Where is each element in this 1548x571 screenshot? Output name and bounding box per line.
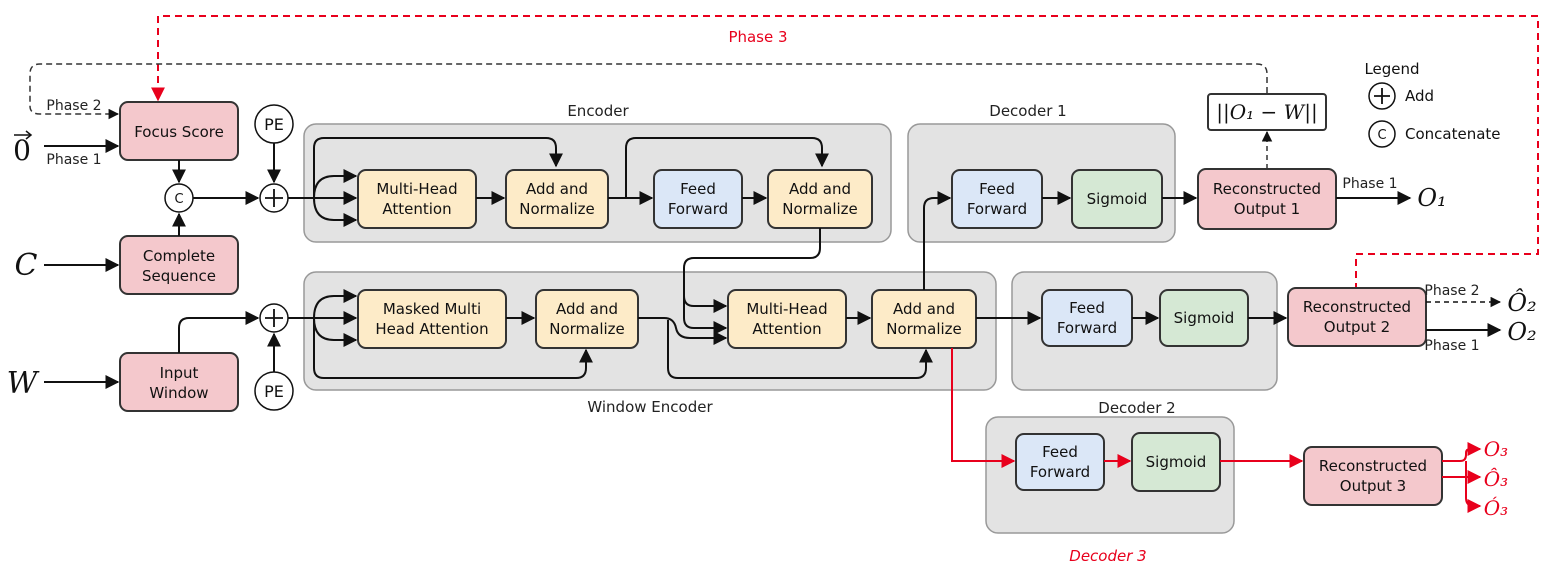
input-window-line2: Window — [149, 384, 208, 402]
win-an-to-mha — [638, 317, 728, 345]
dec1-ff-line2: Forward — [967, 200, 1027, 218]
recon1-box — [1197, 168, 1337, 230]
recon1-line2: Output 1 — [1234, 200, 1300, 218]
enc-output-down-b — [683, 290, 728, 335]
norm-expr: ||O₁ − W|| — [1216, 100, 1317, 125]
enc-addnorm2-box — [767, 169, 873, 229]
dec3-ff-line1: Feed — [1042, 443, 1078, 461]
dec1-sigmoid-label: Sigmoid — [1087, 190, 1148, 208]
encoder-label: Encoder — [567, 102, 629, 120]
win-masked-line2: Head Attention — [375, 320, 488, 338]
enc-addnorm1-line1: Add and — [526, 180, 588, 198]
win-to-decoder3 — [951, 348, 1016, 468]
win-addnorm1-box — [535, 289, 639, 349]
win-masked-line1: Masked Multi — [383, 300, 481, 318]
norm-box — [1207, 93, 1327, 131]
add-node-top — [259, 183, 289, 213]
c-input: C — [15, 248, 38, 283]
win-masked-mha-box — [357, 289, 507, 349]
window-to-add-line — [178, 311, 260, 353]
w-input: W — [7, 366, 40, 401]
dec1-ff-line1: Feed — [979, 180, 1015, 198]
recon2-line1: Reconstructed — [1303, 298, 1411, 316]
phase2-left-label: Phase 2 — [46, 98, 101, 114]
legend-concat-symbol: C — [1377, 128, 1386, 143]
out-phase1-top: Phase 1 — [1342, 176, 1397, 192]
input-window-box — [119, 352, 239, 412]
enc-mha-box — [357, 169, 477, 229]
complete-sequence-line2: Sequence — [142, 267, 216, 285]
dec2-sigmoid-label: Sigmoid — [1174, 309, 1235, 327]
out-phase1-bottom-label: Phase 1 — [1424, 338, 1479, 354]
win-residual-2 — [667, 320, 933, 379]
enc-addnorm1-line2: Normalize — [519, 200, 595, 218]
recon3-line2: Output 3 — [1340, 477, 1406, 495]
recon1-line1: Reconstructed — [1213, 180, 1321, 198]
svg-text:0: 0 — [13, 134, 31, 167]
recon3-line1: Reconstructed — [1319, 457, 1427, 475]
output-o1: O₁ — [1417, 184, 1446, 212]
enc-mha-line2: Attention — [382, 200, 451, 218]
dec1-ff-box — [951, 169, 1043, 229]
focus-score-label: Focus Score — [134, 123, 224, 141]
enc-addnorm2-line1: Add and — [789, 180, 851, 198]
phase3-loop — [151, 15, 1539, 290]
recon2-box — [1287, 287, 1427, 347]
win-mha-box — [727, 289, 847, 349]
win-addnorm2-line2: Normalize — [886, 320, 962, 338]
enc-input-lines — [288, 175, 354, 221]
phase3-label: Phase 3 — [728, 28, 787, 46]
output-o3-acute: Ó₃ — [1484, 495, 1508, 520]
enc-ff-box — [653, 169, 743, 229]
win-mha-line2: Attention — [752, 320, 821, 338]
win-addnorm2-box — [871, 289, 977, 349]
enc-ff-line1: Feed — [680, 180, 716, 198]
enc-residual-1 — [313, 137, 563, 198]
legend-add-label: Add — [1405, 87, 1434, 105]
decoder1-label: Decoder 1 — [989, 102, 1066, 120]
enc-output-down — [683, 228, 821, 313]
win-to-decoder1 — [923, 191, 952, 290]
decoder3-label: Decoder 3 — [1069, 547, 1146, 565]
enc-mha-line1: Multi-Head — [376, 180, 457, 198]
output-o2: O₂ — [1507, 318, 1536, 346]
output-o2-hat: Ô₂ — [1507, 288, 1536, 317]
zero-input: 0 — [13, 130, 33, 167]
phase2-loop — [29, 63, 1268, 120]
enc-ff-line2: Forward — [668, 200, 728, 218]
enc-residual-2 — [625, 137, 829, 198]
enc-addnorm2-line2: Normalize — [782, 200, 858, 218]
output-o3: O₃ — [1484, 437, 1508, 461]
dec2-ff-line2: Forward — [1057, 319, 1117, 337]
recon3-box — [1303, 446, 1443, 506]
win-addnorm2-line1: Add and — [893, 300, 955, 318]
dec3-ff-line2: Forward — [1030, 463, 1090, 481]
complete-sequence-line1: Complete — [143, 247, 215, 265]
legend-add-icon — [1368, 82, 1396, 110]
legend-concat-icon — [1368, 120, 1396, 148]
win-mha-line1: Multi-Head — [746, 300, 827, 318]
legend-concat-label: Concatenate — [1405, 125, 1501, 143]
recon2-line2: Output 2 — [1324, 318, 1390, 336]
output-o3-hat: Ô₃ — [1484, 466, 1508, 491]
input-window-line1: Input — [160, 364, 199, 382]
concat-node-symbol: C — [174, 192, 183, 207]
win-input-lines — [288, 295, 354, 341]
phase1-left-label: Phase 1 — [46, 152, 101, 168]
pe-bottom-label: PE — [264, 382, 284, 401]
win-addnorm1-line2: Normalize — [549, 320, 625, 338]
add-node-bottom — [259, 303, 289, 333]
window-encoder-label: Window Encoder — [587, 398, 713, 416]
complete-sequence-box — [119, 235, 239, 295]
legend-title: Legend — [1364, 60, 1419, 78]
pe-top-label: PE — [264, 115, 284, 134]
enc-addnorm1-box — [505, 169, 609, 229]
win-addnorm1-line1: Add and — [556, 300, 618, 318]
win-residual-1 — [313, 318, 593, 379]
dec3-sigmoid-label: Sigmoid — [1146, 453, 1207, 471]
out-phase2-label: Phase 2 — [1424, 283, 1479, 299]
decoder2-label: Decoder 2 — [1098, 399, 1175, 417]
dec2-ff-line1: Feed — [1069, 299, 1105, 317]
